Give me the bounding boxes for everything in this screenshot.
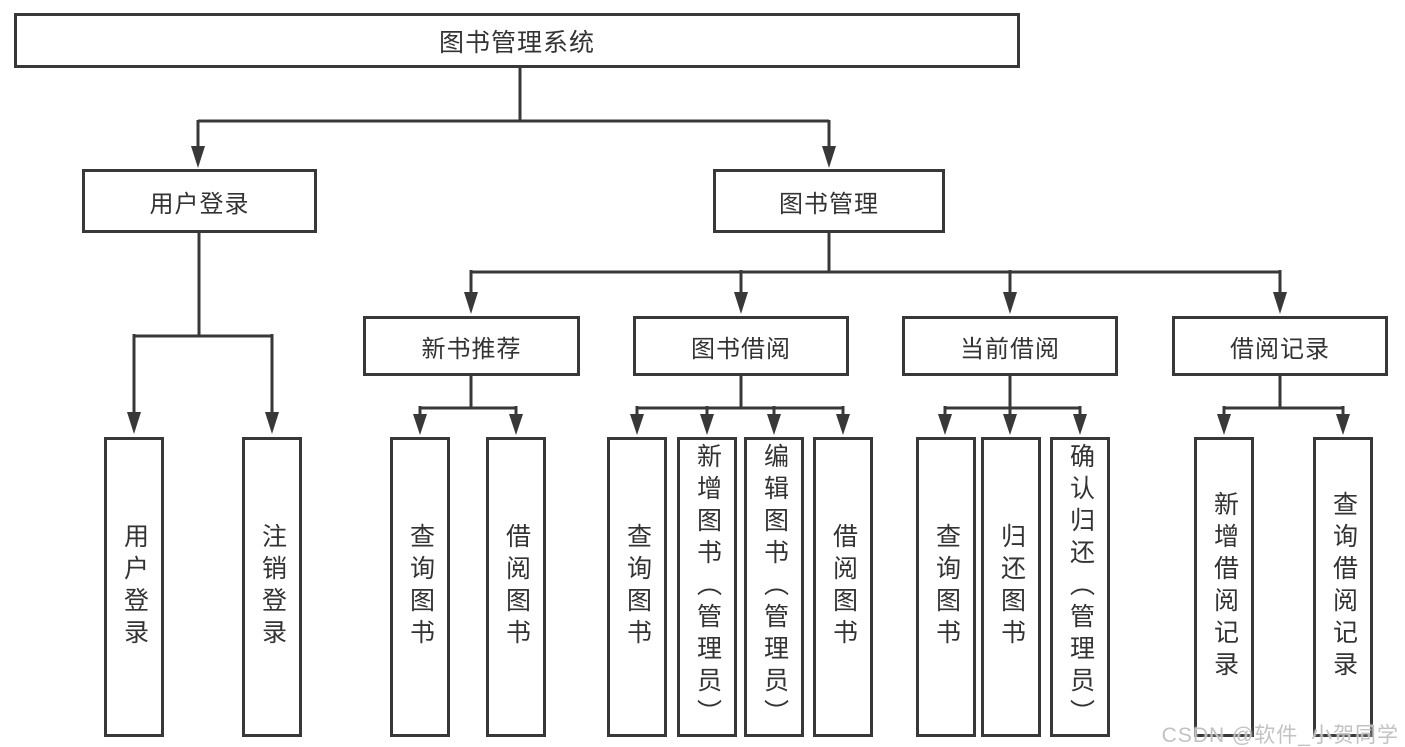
leaf-confirm-return-admin: 确认归还（管理员） bbox=[1050, 437, 1110, 737]
node-label: 当前借阅 bbox=[960, 335, 1060, 363]
node-label: 确认归还（管理员） bbox=[1066, 443, 1095, 731]
leaf-add-books-admin: 新增图书（管理员） bbox=[677, 437, 737, 737]
node-label: 查询图书 bbox=[623, 523, 652, 651]
leaf-logout: 注销登录 bbox=[242, 437, 302, 737]
node-label: 编辑图书（管理员） bbox=[760, 443, 789, 731]
leaf-edit-books-admin: 编辑图书（管理员） bbox=[744, 437, 804, 737]
leaf-query-borrow-record: 查询借阅记录 bbox=[1313, 437, 1373, 737]
leaf-query-books-borrow: 查询图书 bbox=[607, 437, 667, 737]
node-label: 注销登录 bbox=[258, 523, 287, 651]
leaf-user-login: 用户登录 bbox=[104, 437, 164, 737]
node-label: 新书推荐 bbox=[421, 335, 522, 363]
node-label: 查询图书 bbox=[406, 523, 435, 651]
node-label: 借阅图书 bbox=[502, 523, 531, 651]
node-new-book-recommend: 新书推荐 bbox=[363, 316, 580, 376]
leaf-borrow-books-recommend: 借阅图书 bbox=[486, 437, 546, 737]
node-label: 新增借阅记录 bbox=[1210, 491, 1239, 683]
node-user-login: 用户登录 bbox=[82, 169, 317, 233]
node-label: 用户登录 bbox=[149, 190, 250, 218]
node-book-management: 图书管理 bbox=[713, 169, 945, 233]
leaf-query-books-recommend: 查询图书 bbox=[390, 437, 450, 737]
node-label: 借阅记录 bbox=[1230, 335, 1330, 363]
node-label: 查询借阅记录 bbox=[1329, 491, 1358, 683]
node-book-borrow: 图书借阅 bbox=[633, 316, 849, 376]
node-label: 归还图书 bbox=[997, 523, 1026, 651]
node-label: 图书借阅 bbox=[691, 335, 791, 363]
watermark: CSDN @软件_小贺同学 bbox=[1161, 724, 1399, 747]
node-label: 用户登录 bbox=[120, 523, 149, 651]
node-borrow-record: 借阅记录 bbox=[1172, 316, 1388, 376]
node-current-borrow: 当前借阅 bbox=[902, 316, 1118, 376]
node-label: 借阅图书 bbox=[829, 523, 858, 651]
leaf-query-books-current: 查询图书 bbox=[916, 437, 976, 737]
leaf-add-borrow-record: 新增借阅记录 bbox=[1194, 437, 1254, 737]
node-label: 查询图书 bbox=[932, 523, 961, 651]
node-label: 图书管理系统 bbox=[438, 28, 595, 57]
leaf-return-books: 归还图书 bbox=[981, 437, 1041, 737]
node-library-management-system: 图书管理系统 bbox=[14, 13, 1020, 68]
leaf-borrow-books: 借阅图书 bbox=[813, 437, 873, 737]
node-label: 图书管理 bbox=[779, 190, 879, 218]
node-label: 新增图书（管理员） bbox=[693, 443, 722, 731]
